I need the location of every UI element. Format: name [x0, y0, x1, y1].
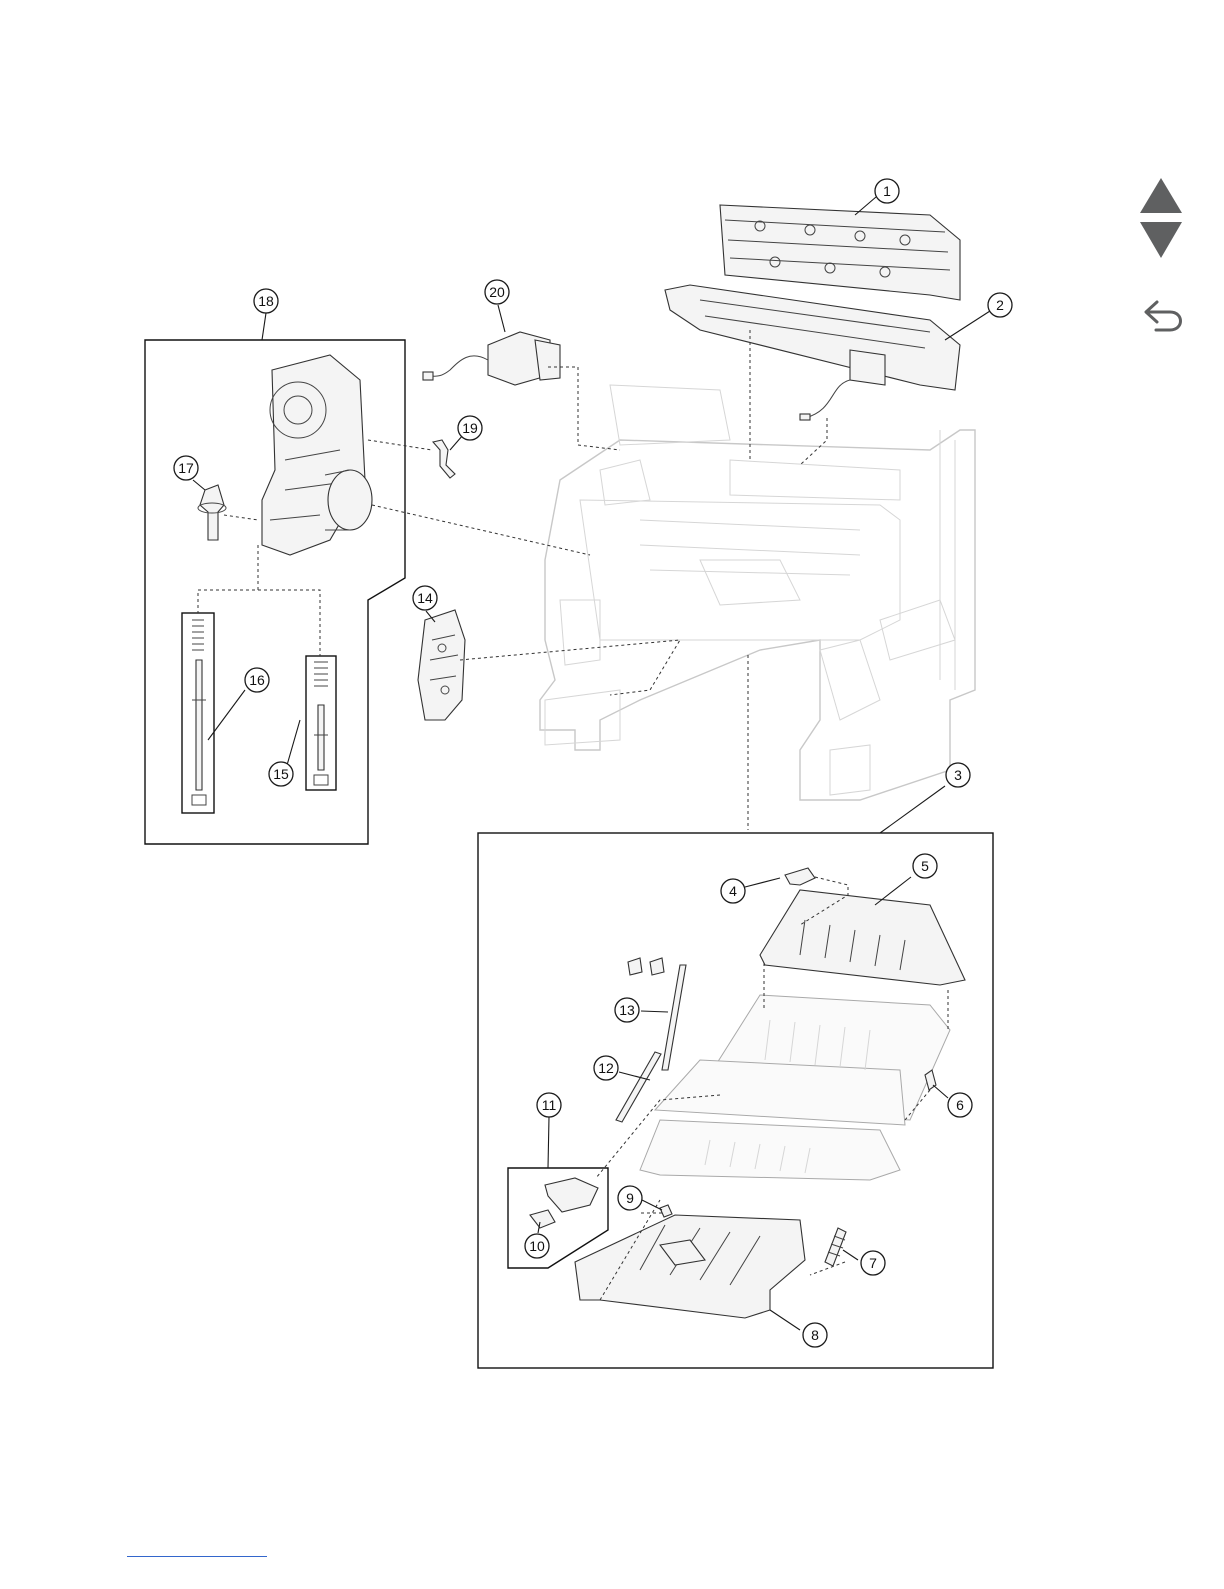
callout-13: 13	[615, 998, 639, 1022]
svg-text:14: 14	[417, 590, 433, 606]
svg-text:3: 3	[954, 767, 962, 783]
callout-4: 4	[721, 879, 745, 903]
svg-text:7: 7	[869, 1255, 877, 1271]
part-1-roller-assembly	[720, 205, 960, 300]
svg-text:4: 4	[729, 883, 737, 899]
callout-7: 7	[861, 1251, 885, 1275]
callout-20: 20	[485, 280, 509, 304]
footer-link-underline[interactable]	[127, 1556, 267, 1557]
callout-9: 9	[618, 1186, 642, 1210]
svg-text:5: 5	[921, 858, 929, 874]
part-20-motor-cable	[423, 332, 560, 385]
callout-1: 1	[875, 179, 899, 203]
svg-text:9: 9	[626, 1190, 634, 1206]
callout-12: 12	[594, 1056, 618, 1080]
svg-text:11: 11	[542, 1097, 557, 1113]
svg-text:20: 20	[489, 284, 505, 300]
part-19-bracket	[433, 440, 455, 478]
svg-text:13: 13	[619, 1002, 635, 1018]
callout-15: 15	[269, 762, 293, 786]
svg-text:8: 8	[811, 1327, 819, 1343]
svg-text:1: 1	[883, 183, 891, 199]
svg-text:17: 17	[178, 460, 194, 476]
callout-2: 2	[988, 293, 1012, 317]
svg-text:18: 18	[258, 293, 274, 309]
printer-frame-ghost	[540, 385, 975, 800]
svg-text:16: 16	[249, 672, 265, 688]
svg-text:6: 6	[956, 1097, 964, 1113]
svg-text:12: 12	[598, 1060, 614, 1076]
svg-text:15: 15	[273, 766, 289, 782]
callout-5: 5	[913, 854, 937, 878]
callout-19: 19	[458, 416, 482, 440]
callout-11: 11	[537, 1093, 561, 1117]
svg-text:2: 2	[996, 297, 1004, 313]
callout-10: 10	[525, 1234, 549, 1258]
callout-16: 16	[245, 668, 269, 692]
svg-text:19: 19	[462, 420, 478, 436]
callout-8: 8	[803, 1323, 827, 1347]
triangle-up-icon[interactable]	[1140, 178, 1182, 213]
callout-14: 14	[413, 586, 437, 610]
callout-17: 17	[174, 456, 198, 480]
triangle-down-icon[interactable]	[1140, 222, 1182, 258]
callout-6: 6	[948, 1093, 972, 1117]
part-2-guide-assembly	[665, 285, 960, 420]
svg-text:10: 10	[529, 1238, 545, 1254]
callout-18: 18	[254, 289, 278, 313]
callout-3: 3	[946, 763, 970, 787]
return-arrow-icon[interactable]	[1146, 302, 1181, 330]
part-14-side-plate	[418, 610, 465, 720]
